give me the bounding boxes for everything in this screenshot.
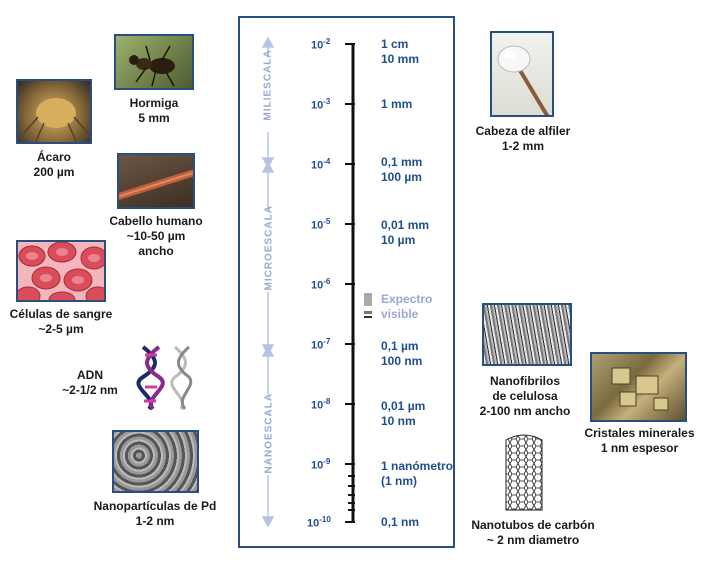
nanotube-image (502, 432, 546, 512)
exponent-label: 10-5 (311, 217, 331, 232)
nanoescala-label: NANOESCALA (263, 392, 275, 474)
size-label: 1 mm (381, 97, 413, 111)
miliescala-label: MILIESCALA (262, 49, 274, 121)
size-label: 1 nanómetro(1 nm) (381, 459, 454, 488)
scale-arrows (261, 36, 275, 528)
size-label: 0,1 nm (381, 515, 420, 529)
dna-label: ADN~2-1/2 nm (62, 368, 118, 397)
exponent-label: 10-6 (311, 277, 331, 292)
exponent-label: 10-4 (311, 157, 331, 172)
exponent-label: 10-2 (311, 37, 331, 52)
nanoparticles-image (112, 430, 199, 493)
ruler-ticks (345, 43, 355, 523)
spectrum-bar (364, 293, 372, 306)
dna-image (135, 343, 195, 411)
pin-head-image (490, 31, 554, 117)
mite-image (16, 79, 92, 144)
blood-cells-label: Células de sangre~2-5 µm (9, 307, 113, 336)
nanotube-label: Nanotubos de carbón~ 2 nm diametro (471, 518, 595, 547)
ant-image (114, 34, 194, 90)
exponent-label: 10-7 (311, 337, 331, 352)
exponent-label: 10-10 (307, 515, 331, 530)
exponent-label: 10-3 (311, 97, 331, 112)
nanofibrils-image (482, 303, 572, 366)
microescala-label: MICROESCALA (263, 205, 275, 291)
hair-image (117, 153, 195, 209)
scale-panel (238, 16, 455, 548)
exponent-label: 10-8 (311, 397, 331, 412)
mineral-crystals-image (590, 352, 687, 422)
exponent-label: 10-9 (311, 457, 331, 472)
blood-cells-image (16, 240, 106, 302)
